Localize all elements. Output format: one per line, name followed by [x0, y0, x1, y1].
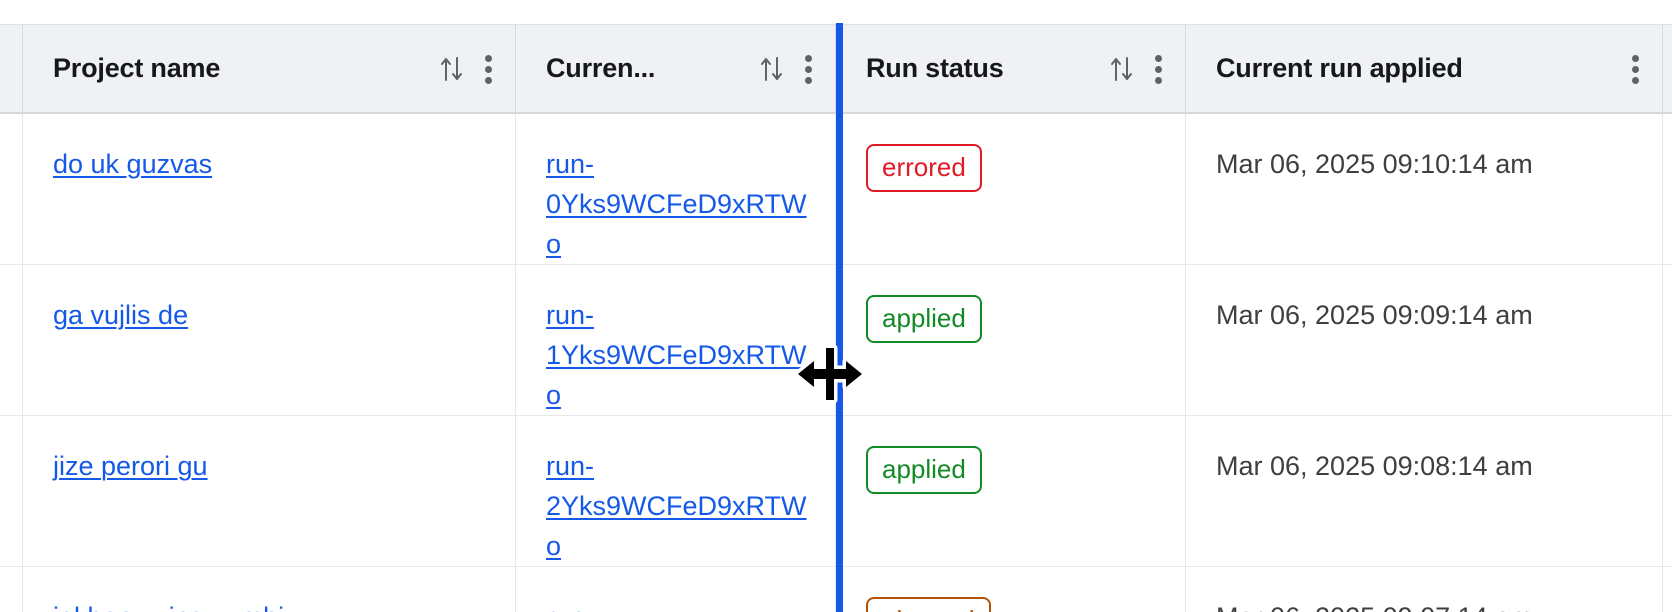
cell-project-name: jokbopu vipsu umbi [23, 567, 516, 612]
cell-next: e [1663, 265, 1672, 416]
column-header-gutter [0, 24, 23, 114]
cell-run-status: applied [836, 265, 1186, 416]
column-header-next[interactable]: V [1663, 24, 1672, 114]
header-row: Project name Curren... [0, 24, 1672, 114]
current-run-link[interactable]: run-2Yks9WCFeD9xRTWo [546, 451, 807, 561]
table-row[interactable]: do uk guzvas run-0Yks9WCFeD9xRTWo errore… [0, 114, 1672, 265]
status-badge: errored [866, 144, 982, 192]
cell-current-run: run-0Yks9WCFeD9xRTWo [516, 114, 836, 265]
projects-table: Project name Curren... [0, 24, 1672, 612]
cell-project-name: ga vujlis de [23, 265, 516, 416]
cell-current-run-applied: Mar 06, 2025 09:07:14 am [1186, 567, 1663, 612]
row-gutter [0, 416, 23, 567]
row-gutter [0, 114, 23, 265]
column-header-project-name[interactable]: Project name [23, 24, 516, 114]
cell-current-run-applied: Mar 06, 2025 09:10:14 am [1186, 114, 1663, 265]
column-header-actions-current-run-applied [1614, 54, 1640, 84]
project-name-link[interactable]: do uk guzvas [53, 149, 213, 179]
cell-current-run-applied: Mar 06, 2025 09:08:14 am [1186, 416, 1663, 567]
current-run-link[interactable]: run-0Yks9WCFeD9xRTWo [546, 149, 807, 259]
current-run-applied-timestamp: Mar 06, 2025 09:10:14 am [1216, 149, 1533, 179]
row-gutter [0, 567, 23, 612]
project-name-link[interactable]: jokbopu vipsu umbi [53, 602, 284, 612]
current-run-link[interactable]: run-3Yks9WCFeD9xRTWo [546, 602, 807, 612]
table-header: Project name Curren... [0, 24, 1672, 114]
column-header-actions-current-run [741, 54, 813, 84]
cell-project-name: do uk guzvas [23, 114, 516, 265]
column-header-current-run[interactable]: Curren... [516, 24, 836, 114]
table-row[interactable]: jokbopu vipsu umbi run-3Yks9WCFeD9xRTWo … [0, 567, 1672, 612]
kebab-menu-icon[interactable] [485, 54, 493, 84]
cell-current-run: run-3Yks9WCFeD9xRTWo [516, 567, 836, 612]
cell-run-status: errored [836, 114, 1186, 265]
cell-current-run: run-1Yks9WCFeD9xRTWo [516, 265, 836, 416]
kebab-menu-icon[interactable] [1632, 54, 1640, 84]
cell-project-name: jize perori gu [23, 416, 516, 567]
table-row[interactable]: jize perori gu run-2Yks9WCFeD9xRTWo appl… [0, 416, 1672, 567]
column-header-current-run-applied[interactable]: Current run applied [1186, 24, 1663, 114]
current-run-applied-timestamp: Mar 06, 2025 09:07:14 am [1216, 602, 1533, 612]
column-header-run-status[interactable]: Run status [836, 24, 1186, 114]
table-body: do uk guzvas run-0Yks9WCFeD9xRTWo errore… [0, 114, 1672, 612]
project-name-link[interactable]: jize perori gu [53, 451, 208, 481]
kebab-menu-icon[interactable] [1155, 54, 1163, 84]
column-header-label-run-status: Run status [866, 53, 1004, 83]
current-run-applied-timestamp: Mar 06, 2025 09:09:14 am [1216, 300, 1533, 330]
cell-run-status: planned [836, 567, 1186, 612]
kebab-menu-icon[interactable] [805, 54, 813, 84]
row-gutter [0, 265, 23, 416]
status-badge: applied [866, 295, 982, 343]
sort-arrows-icon[interactable] [1109, 54, 1135, 84]
column-header-label-current-run-applied: Current run applied [1216, 53, 1463, 83]
cell-next: e [1663, 416, 1672, 567]
column-header-label-project-name: Project name [53, 53, 221, 83]
cell-run-status: applied [836, 416, 1186, 567]
status-badge: applied [866, 446, 982, 494]
sort-arrows-icon[interactable] [439, 54, 465, 84]
sort-arrows-icon[interactable] [759, 54, 785, 84]
cell-current-run: run-2Yks9WCFeD9xRTWo [516, 416, 836, 567]
cell-next: e [1663, 567, 1672, 612]
cell-next: e [1663, 114, 1672, 265]
column-header-actions-project-name [421, 54, 493, 84]
current-run-applied-timestamp: Mar 06, 2025 09:08:14 am [1216, 451, 1533, 481]
column-header-actions-run-status [1091, 54, 1163, 84]
table-row[interactable]: ga vujlis de run-1Yks9WCFeD9xRTWo applie… [0, 265, 1672, 416]
column-header-label-current-run: Curren... [546, 53, 656, 83]
project-name-link[interactable]: ga vujlis de [53, 300, 189, 330]
current-run-link[interactable]: run-1Yks9WCFeD9xRTWo [546, 300, 807, 410]
projects-table-container[interactable]: Project name Curren... [0, 24, 1672, 612]
status-badge: planned [866, 597, 991, 612]
cell-current-run-applied: Mar 06, 2025 09:09:14 am [1186, 265, 1663, 416]
